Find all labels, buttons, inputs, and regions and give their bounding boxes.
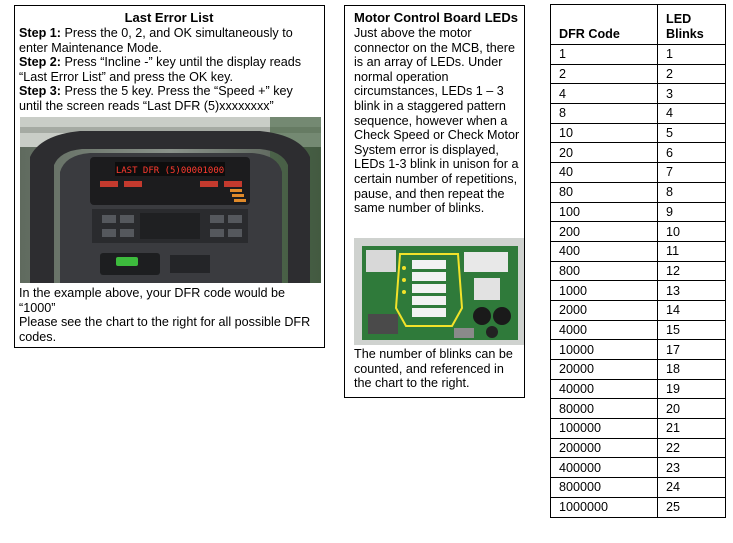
led-blinks-cell: 15 (657, 319, 726, 341)
dfr-code-cell: 40 (550, 162, 658, 183)
led-blinks-cell: 18 (657, 359, 726, 380)
led-blinks-cell: 20 (657, 398, 726, 420)
dfr-code-cell: 2 (550, 63, 658, 85)
led-blinks-cell: 2 (657, 63, 726, 85)
led-blinks-cell: 6 (657, 142, 726, 164)
step-3-label: Step 3: (19, 84, 61, 99)
led-blinks-cell: 19 (657, 378, 726, 400)
dfr-code-cell: 800000 (550, 477, 658, 498)
console-display-text: LAST DFR (5)00001000 (116, 166, 224, 176)
example-text: In the example above, your DFR code woul… (19, 286, 286, 315)
example-note: In the example above, your DFR code woul… (19, 286, 319, 344)
dfr-code-cell: 20000 (550, 359, 658, 380)
led-blinks-cell: 8 (657, 181, 726, 203)
step-1-label: Step 1: (19, 26, 61, 40)
dfr-code-cell: 1000000 (550, 496, 658, 518)
dfr-code-cell: 10000 (550, 339, 658, 360)
led-blinks-cell: 5 (657, 122, 726, 144)
led-blinks-cell: 1 (657, 44, 726, 65)
led-blinks-cell: 17 (657, 339, 726, 360)
step-1: Step 1: Press the 0, 2, and OK simultane… (19, 26, 319, 55)
mcb-description: Just above the motor connector on the MC… (354, 26, 520, 216)
dfr-code-header: DFR Code (550, 4, 658, 45)
dfr-code-cell: 400 (550, 240, 658, 262)
led-blinks-cell: 23 (657, 457, 726, 479)
led-blinks-cell: 11 (657, 240, 726, 262)
dfr-code-cell: 200 (550, 221, 658, 242)
step-2-text: Press “Incline -” key until the display … (19, 55, 302, 84)
led-blinks-cell: 7 (657, 162, 726, 183)
dfr-code-cell: 800 (550, 260, 658, 282)
dfr-code-cell: 40000 (550, 378, 658, 400)
dfr-code-cell: 80000 (550, 398, 658, 420)
led-blinks-cell: 3 (657, 83, 726, 105)
step-3: Step 3: Press the 5 key. Press the “Spee… (19, 84, 319, 113)
dfr-code-cell: 400000 (550, 457, 658, 479)
dfr-code-cell: 2000 (550, 299, 658, 321)
step-1-text: Press the 0, 2, and OK simultaneously to… (19, 26, 293, 55)
panel-title: Last Error List (124, 10, 214, 25)
dfr-code-cell: 100 (550, 201, 658, 223)
dfr-code-cell: 20 (550, 142, 658, 164)
led-blinks-cell: 21 (657, 418, 726, 439)
step-3-text: Press the 5 key. Press the “Speed +” key… (19, 84, 293, 113)
led-blinks-cell: 13 (657, 280, 726, 301)
dfr-code-cell: 1 (550, 44, 658, 65)
led-blinks-cell: 4 (657, 103, 726, 124)
dfr-code-cell: 8 (550, 103, 658, 124)
mcb-leds-panel: Motor Control Board LEDs Just above the … (344, 5, 525, 398)
chart-note: Please see the chart to the right for al… (19, 315, 311, 344)
panel-title: Motor Control Board LEDs (354, 10, 518, 25)
dfr-code-cell: 4 (550, 83, 658, 105)
dfr-code-cell: 10 (550, 122, 658, 144)
last-error-list-panel: Last Error List Step 1: Press the 0, 2, … (14, 5, 325, 348)
led-blinks-cell: 14 (657, 299, 726, 321)
step-2-label: Step 2: (19, 55, 61, 70)
led-blinks-cell: 10 (657, 221, 726, 242)
dfr-code-cell: 100000 (550, 418, 658, 439)
led-blinks-cell: 9 (657, 201, 726, 223)
motor-control-board-photo (354, 238, 524, 345)
led-blinks-cell: 12 (657, 260, 726, 282)
step-2: Step 2: Press “Incline -” key until the … (19, 55, 319, 84)
dfr-code-cell: 1000 (550, 280, 658, 301)
led-blinks-cell: 24 (657, 477, 726, 498)
led-blinks-cell: 22 (657, 437, 726, 459)
dfr-code-cell: 4000 (550, 319, 658, 341)
dfr-code-cell: 200000 (550, 437, 658, 459)
treadmill-console-photo: LAST DFR (5)00001000 (20, 117, 321, 283)
dfr-code-cell: 80 (550, 181, 658, 203)
mcb-footer: The number of blinks can be counted, and… (354, 347, 513, 391)
led-blinks-cell: 25 (657, 496, 726, 518)
